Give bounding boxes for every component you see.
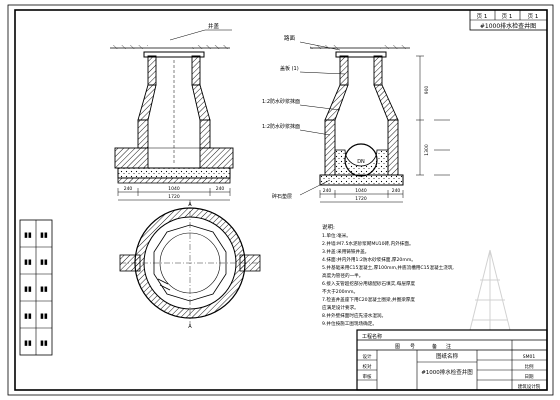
notes-heading: 说明: [322,223,335,231]
note-5: 5.井基础采用C15混凝土,厚100mm,井底流槽用C15混凝土浇筑, [322,264,454,271]
right-label-gravel: 碎石垫层 [272,193,292,200]
right-label-road: 路面 [284,34,296,42]
header-cell-1: 页 1 [477,13,488,20]
watermark-logo [469,249,511,331]
svg-text:▮▮: ▮▮ [24,258,32,266]
right-label-mortar-2: 1:2防水砂浆抹面 [262,123,300,130]
note-7: 7.检查井盖座下用C20混凝土圈梁,井圈梁厚度 [322,296,415,303]
right-dim-total: 1720 [355,196,367,202]
tb-drawing-name-label: 图纸名称 [436,352,459,360]
left-dim-3: 240 [216,186,225,192]
tb-drawing-name: #1000排水检查井图 [421,368,473,376]
svg-text:▮▮: ▮▮ [24,231,32,239]
tb-side-2: 校对 [363,363,372,370]
plan-view: A A [119,200,261,330]
top-title-strip: 页 1 页 1 页 1 #1000排水检查井图 [469,9,548,31]
svg-text:▮▮: ▮▮ [40,312,48,320]
outer-border [7,4,554,396]
svg-text:▮▮: ▮▮ [40,339,48,347]
svg-text:▮▮: ▮▮ [24,312,32,320]
notes-block: 说明: 1.单位:毫米。 2.井墙:M7.5水泥砂浆砌MU10砖,内外抹面。 3… [322,223,454,327]
note-3: 3.井盖:采用铸铁井盖。 [322,248,369,255]
tb-col-1: 图 [395,344,400,350]
left-section: 井盖 240 1040 240 1720 [110,22,234,201]
right-vdim-1: 900 [424,86,430,95]
header-cell-3: 页 1 [528,13,539,20]
right-pipe-label: DN [357,159,365,165]
header-cell-2: 页 1 [502,13,513,20]
right-label-mortar-1: 1:2防水砂浆抹面 [262,98,300,105]
right-section: 路面 盖板 (1) 1:2防水砂浆抹面 1:2防水砂浆抹面 碎石垫层 DN 90… [262,34,450,203]
right-dim-1: 240 [323,188,332,194]
tb-right-1: SM01 [523,354,536,360]
svg-text:▮▮: ▮▮ [24,285,32,293]
svg-text:▮▮: ▮▮ [40,258,48,266]
right-dim-2: 1040 [355,188,367,194]
sheet-label: #1000排水检查井图 [480,22,536,30]
right-label-cover: 盖板 (1) [280,65,299,72]
note-2: 2.井墙:M7.5水泥砂浆砌MU10砖,内外抹面。 [322,240,414,247]
tb-col-3: 备 [432,343,437,350]
left-dim-1: 240 [124,186,133,192]
note-6: 6.接入支管超挖部分用级配砂石填实,每层厚度 [322,280,416,287]
plan-marker-bottom: A [188,324,192,330]
tb-side-3: 审核 [363,373,372,380]
left-dim-2: 1040 [168,186,180,192]
tb-col-2: 号 [410,344,415,350]
binding-strip: ▮▮ ▮▮ ▮▮ ▮▮ ▮▮ ▮▮ ▮▮ ▮▮ ▮▮ ▮▮ [19,219,53,356]
tb-col-4: 注 [446,343,451,350]
tb-right-3: 日期 [525,374,534,380]
tb-side-1: 设计 [363,353,372,360]
tb-bottom-right: 建筑设计院 [518,383,541,390]
note-4: 4.抹面:井内外用1:2防水砂浆抹面,厚20mm。 [322,256,416,263]
tb-project-label: 工程名称 [362,333,382,340]
right-dim-3: 240 [392,188,401,194]
note-7b: 应满足设计要求。 [322,304,359,311]
note-1: 1.单位:毫米。 [322,232,351,239]
tb-right-2: 比例 [525,363,534,370]
inner-border [14,9,548,391]
note-8: 8.井外壁抹面时应先浸水湿润。 [322,312,386,319]
note-5b: 高度为管径的一半。 [322,272,363,279]
left-dim-total: 1720 [168,194,180,200]
svg-text:▮▮: ▮▮ [40,285,48,293]
note-6b: 不大于200mm。 [322,288,358,295]
svg-text:▮▮: ▮▮ [24,339,32,347]
note-9: 9.井位按施工图现场确定。 [322,320,377,327]
title-block: 工程名称 图 号 备 注 设计 校对 审核 图纸名称 #1000排水检查井图 S… [356,329,548,391]
right-vdim-2: 1300 [424,144,430,156]
svg-text:▮▮: ▮▮ [40,231,48,239]
left-label-cover: 井盖 [208,22,220,30]
plan-marker-top: A [188,202,192,208]
